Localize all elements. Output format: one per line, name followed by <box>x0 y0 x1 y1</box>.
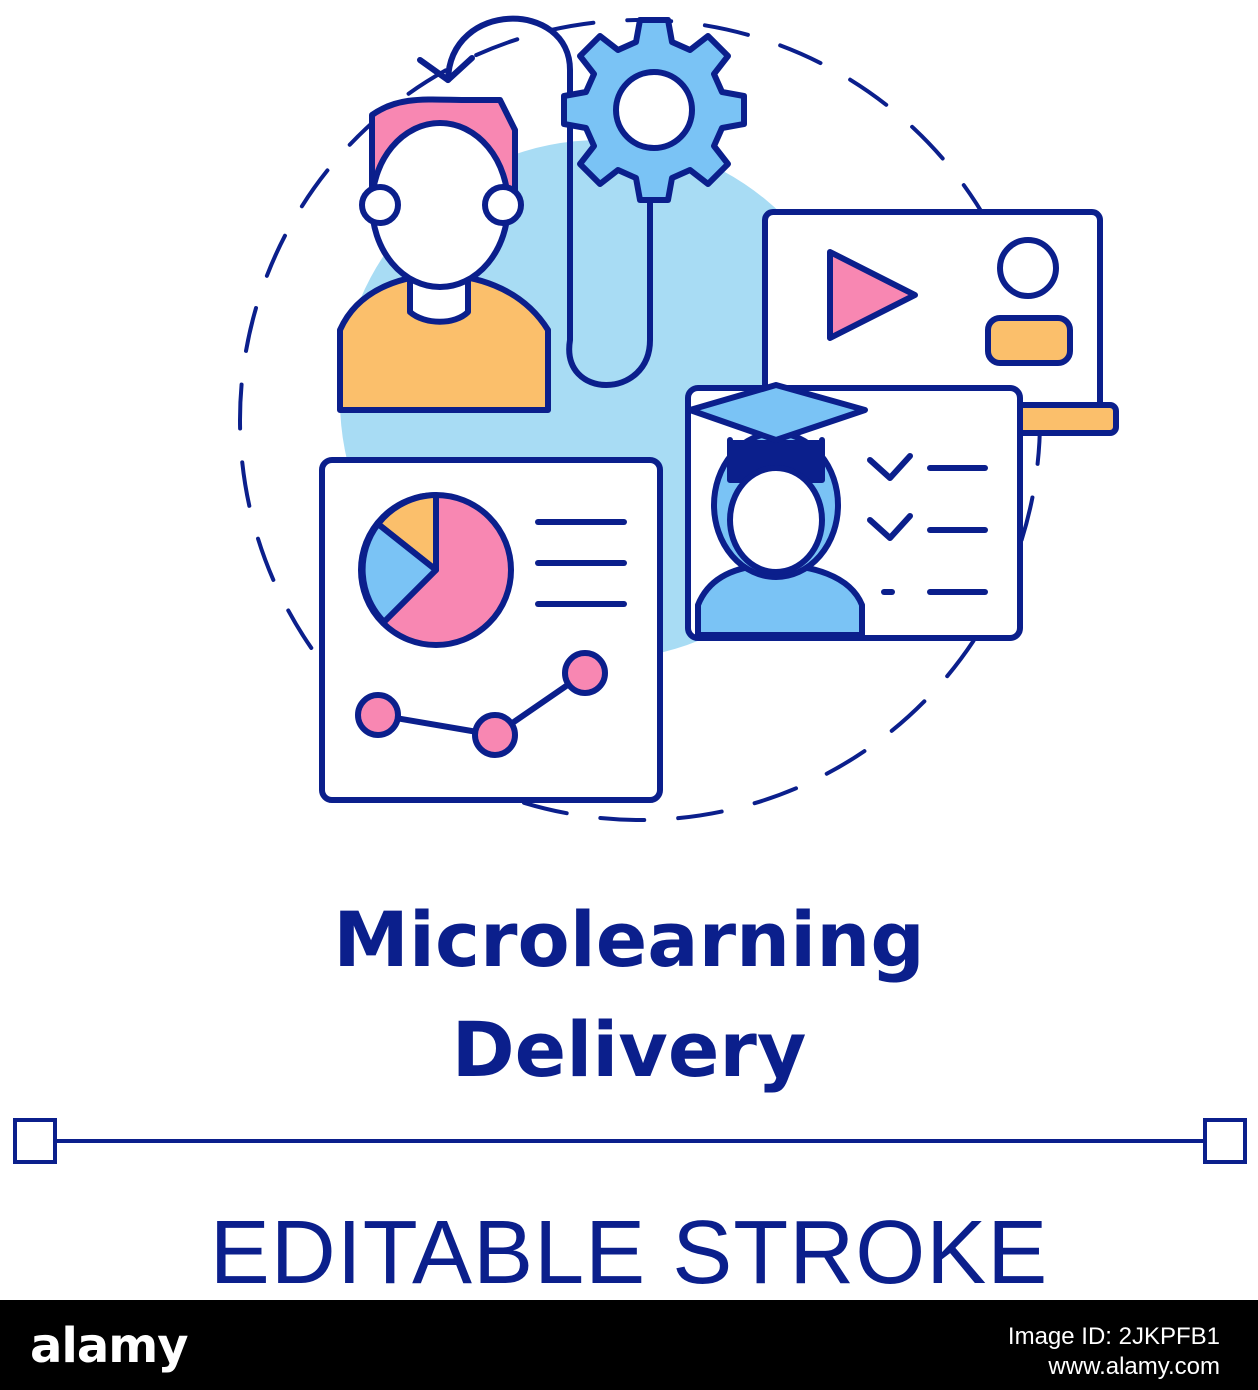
arrow-head <box>417 55 475 83</box>
editable-stroke-label: EDITABLE STROKE <box>209 1203 1049 1303</box>
graduate-checklist-icon <box>685 382 1023 641</box>
watermark-bar <box>0 1300 1258 1390</box>
connector-curve <box>445 15 653 388</box>
title-line-2: Delivery <box>451 1005 807 1094</box>
video-player-icon <box>762 209 1119 436</box>
learner-icon <box>337 96 551 413</box>
site-url: www.alamy.com <box>1048 1353 1220 1380</box>
microlearning-illustration <box>238 15 1119 822</box>
title-line-1: Microlearning <box>333 895 925 984</box>
gear-icon <box>561 17 747 203</box>
image-id: Image ID: 2JKPFB1 <box>1007 1323 1220 1350</box>
stroke-handle-left <box>13 1118 57 1164</box>
image-id-block: Image ID: 2JKPFB1 www.alamy.com <box>1008 1322 1220 1382</box>
editable-stroke-line <box>13 1118 1247 1164</box>
analytics-report-icon <box>319 457 663 803</box>
alamy-logo: alamy <box>30 1318 189 1374</box>
stroke-handle-right <box>1203 1118 1247 1164</box>
